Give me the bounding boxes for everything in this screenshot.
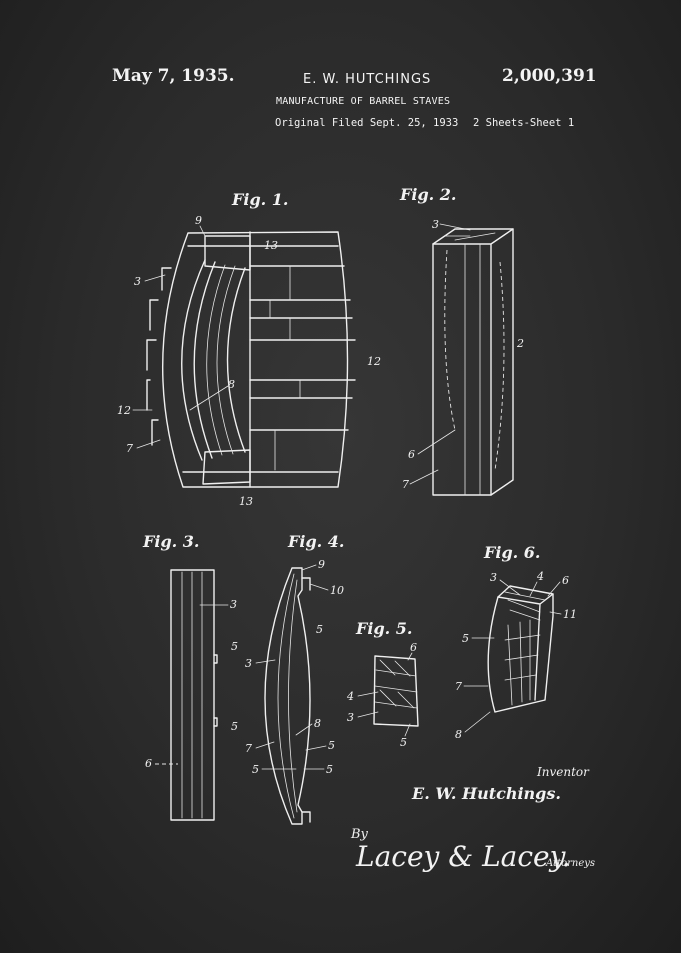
patent-title: MANUFACTURE OF BARREL STAVES (276, 96, 451, 107)
fig4-label-5-left: 5 (252, 763, 259, 776)
fig3-caption: Fig. 3. (142, 532, 199, 551)
figure-4: Fig. 4. 9 10 5 3 8 7 5 5 5 (245, 532, 344, 825)
fig2-caption: Fig. 2. (399, 185, 456, 204)
fig4-label-5-mid: 5 (328, 739, 335, 752)
fig4-label-10: 10 (330, 584, 344, 597)
fig4-label-5-right: 5 (326, 763, 333, 776)
signature-block: Inventor E. W. Hutchings. By Lacey & Lac… (350, 765, 595, 873)
fig3-label-6: 6 (145, 757, 152, 770)
fig5-label-5: 5 (400, 736, 407, 749)
fig6-label-7: 7 (455, 680, 462, 693)
fig1-label-7: 7 (126, 442, 133, 455)
fig2-label-6: 6 (408, 448, 415, 461)
fig6-caption: Fig. 6. (483, 543, 540, 562)
fig1-caption: Fig. 1. (231, 190, 288, 209)
fig1-label-13-bottom: 13 (239, 495, 253, 508)
fig3-label-3: 3 (230, 598, 237, 611)
figure-6: Fig. 6. 3 4 6 11 5 7 8 (455, 543, 577, 741)
fig2-label-3: 3 (432, 218, 439, 231)
fig3-label-5-bottom: 5 (231, 720, 238, 733)
sheet-info: 2 Sheets-Sheet 1 (473, 117, 575, 129)
inventor-name: E. W. HUTCHINGS (303, 72, 432, 87)
inventor-signature: E. W. Hutchings. (411, 784, 561, 803)
attorneys-caption: Attorneys (545, 858, 595, 869)
fig4-label-7: 7 (245, 742, 252, 755)
attorneys-signature: Lacey & Lacey. (355, 840, 571, 873)
fig6-label-6: 6 (562, 574, 569, 587)
figure-2: Fig. 2. 3 2 6 7 (399, 185, 524, 496)
fig6-label-8: 8 (455, 728, 462, 741)
figure-5: Fig. 5. 6 4 3 5 (346, 619, 419, 749)
fig4-label-9: 9 (318, 558, 325, 571)
fig4-caption: Fig. 4. (287, 532, 344, 551)
fig3-label-5-top: 5 (231, 640, 238, 653)
inventor-caption: Inventor (536, 765, 590, 779)
fig4-label-5-top: 5 (316, 623, 323, 636)
fig5-label-6: 6 (410, 641, 417, 654)
fig6-label-11: 11 (563, 608, 577, 621)
fig2-label-7: 7 (402, 478, 409, 491)
fig5-caption: Fig. 5. (355, 619, 412, 638)
fig6-label-4: 4 (536, 570, 544, 583)
figure-3: Fig. 3. 3 5 5 6 (142, 532, 238, 821)
by-text: By (350, 827, 369, 842)
fig1-label-3: 3 (134, 275, 141, 288)
patent-date: May 7, 1935. (112, 66, 235, 86)
fig4-label-8: 8 (314, 717, 321, 730)
fig6-label-3: 3 (490, 571, 497, 584)
fig5-label-4: 4 (346, 690, 354, 703)
fig1-label-9: 9 (195, 214, 202, 227)
figure-1: Fig. 1. 9 13 3 12 8 12 7 13 (117, 190, 381, 508)
filing-info: Original Filed Sept. 25, 1933 (275, 117, 459, 129)
patent-number: 2,000,391 (502, 66, 597, 86)
fig4-label-3: 3 (245, 657, 252, 670)
fig5-label-3: 3 (347, 711, 354, 724)
fig1-label-12-right: 12 (367, 355, 381, 368)
fig1-label-8: 8 (228, 378, 235, 391)
fig1-label-12-left: 12 (117, 404, 131, 417)
fig6-label-5: 5 (462, 632, 469, 645)
fig1-label-13-top: 13 (264, 239, 278, 252)
fig2-label-2: 2 (516, 337, 524, 350)
